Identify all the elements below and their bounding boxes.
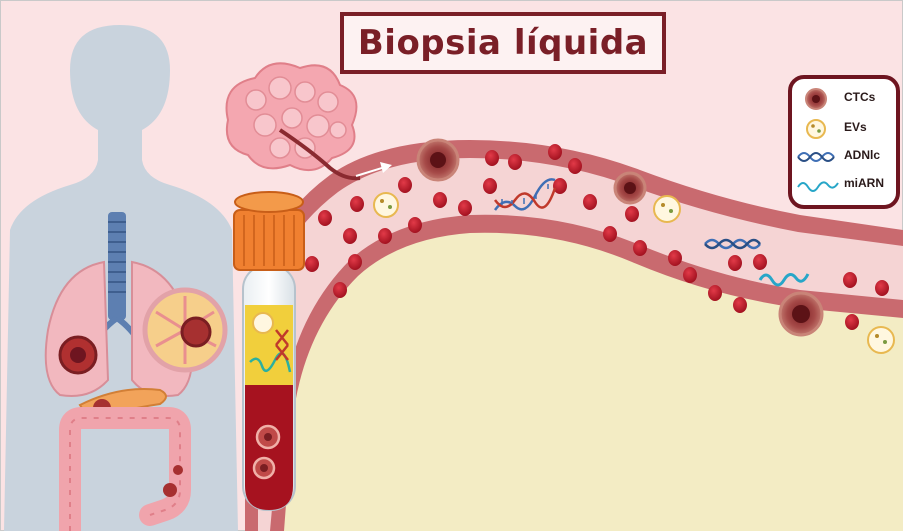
legend-label-mirna: miARN — [844, 176, 884, 190]
legend-label-adnlc: ADNlc — [844, 148, 880, 162]
mirna-strand-icon — [796, 173, 840, 197]
legend-item-ctcs: CTCs — [792, 85, 896, 113]
legend-item-mirna: miARN — [792, 171, 896, 199]
page-title: Biopsia líquida — [358, 23, 648, 63]
legend-label-ctcs: CTCs — [844, 90, 875, 104]
title-box: Biopsia líquida — [340, 12, 666, 74]
legend-item-adnlc: ADNlc — [792, 143, 896, 171]
legend-item-evs: EVs — [792, 115, 896, 143]
legend: CTCs EVs ADNlc miARN — [788, 75, 900, 209]
legend-label-evs: EVs — [844, 120, 867, 134]
extracellular-vesicle-icon — [796, 117, 840, 141]
breast — [145, 290, 225, 370]
dna-helix-icon — [796, 145, 840, 169]
blood-tube — [234, 192, 304, 510]
ctc-cell-icon — [796, 87, 840, 111]
